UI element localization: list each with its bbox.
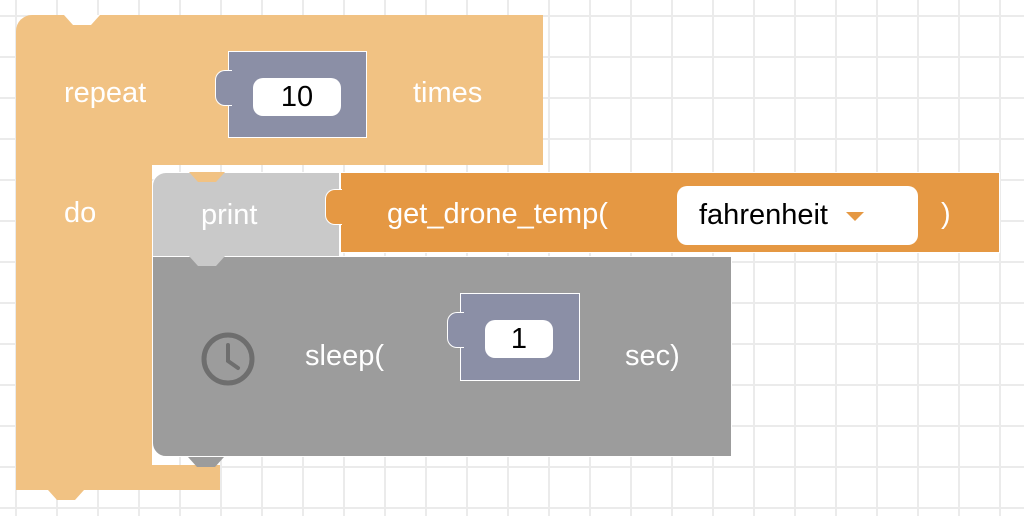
- block-notch: [64, 15, 100, 25]
- block-notch-bottom: [48, 490, 84, 500]
- puzzle-tab: [447, 312, 464, 348]
- unit-dropdown[interactable]: fahrenheit: [677, 186, 918, 245]
- block-notch-bottom: [188, 457, 224, 467]
- times-label: times: [413, 77, 483, 109]
- repeat-count-field[interactable]: 10: [253, 78, 341, 116]
- chevron-down-icon: [846, 211, 865, 221]
- repeat-block-bottom: [16, 465, 220, 490]
- unit-dropdown-value: fahrenheit: [699, 199, 828, 231]
- do-label: do: [64, 197, 97, 229]
- puzzle-tab: [325, 189, 342, 225]
- sleep-block[interactable]: sleep( 1 sec): [152, 256, 732, 457]
- repeat-block-body: [16, 150, 152, 490]
- function-close-paren: ): [941, 198, 951, 230]
- clock-icon: [201, 332, 255, 386]
- sleep-seconds-block[interactable]: 1: [447, 293, 580, 381]
- sleep-seconds-field[interactable]: 1: [485, 320, 553, 358]
- puzzle-tab: [215, 70, 232, 106]
- get-drone-temp-block[interactable]: get_drone_temp( fahrenheit ): [325, 172, 1000, 253]
- block-notch: [189, 256, 225, 266]
- sec-label: sec): [625, 340, 680, 372]
- repeat-count-block[interactable]: 10: [215, 51, 367, 138]
- function-label: get_drone_temp(: [387, 198, 608, 230]
- print-block[interactable]: print: [152, 172, 340, 258]
- block-notch: [189, 172, 225, 182]
- sleep-label: sleep(: [305, 340, 384, 372]
- print-label: print: [201, 199, 258, 231]
- repeat-label: repeat: [64, 77, 147, 109]
